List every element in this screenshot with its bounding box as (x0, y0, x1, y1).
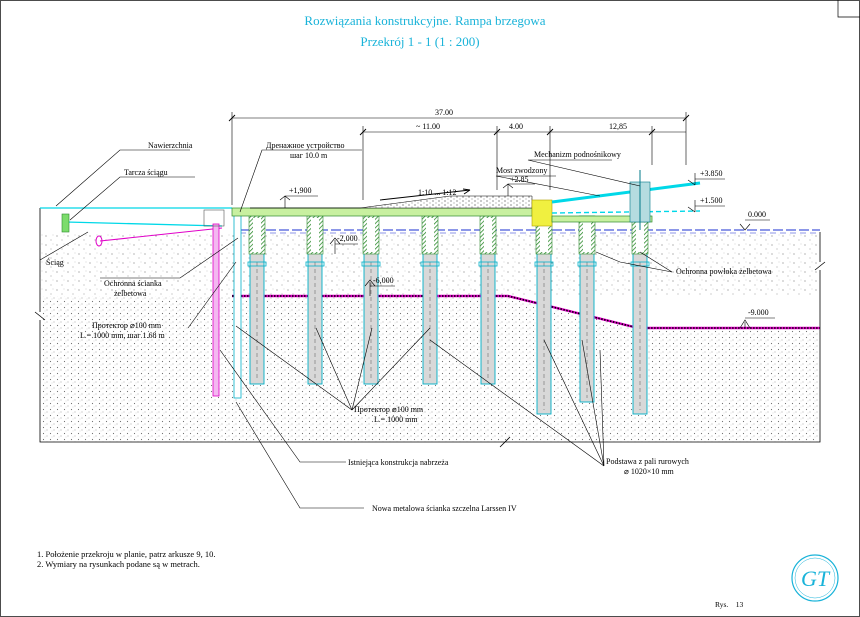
label-ochronna-powloka: Ochronna powłoka żelbetowa (676, 267, 772, 276)
label-protektor-left-2: L = 1000 mm, шаг 1.68 m (80, 331, 166, 340)
label-sciag: Ściąg (46, 257, 64, 267)
pile (630, 215, 650, 415)
label-protektor-mid: Протектор ⌀100 mm (354, 405, 424, 414)
pile (361, 215, 381, 385)
slope-arrow (379, 188, 471, 201)
dim-11: ~ 11.00 (416, 122, 440, 131)
label-protektor-mid-2: L = 1000 mm (374, 415, 418, 424)
label-most: Most zwodzony (496, 166, 547, 175)
drawing-subtitle: Przekrój 1 - 1 (1 : 200) (360, 34, 479, 49)
anchor-plate (61, 213, 70, 233)
drawing-title: Rozwiązania konstrukcyjne. Rampa brzegow… (304, 13, 545, 28)
label-podstawa-2: ⌀ 1020×10 mm (624, 467, 675, 476)
elev-plus-3850: +3.850 (700, 169, 723, 178)
bridge-abutment (531, 199, 553, 227)
sheet-label: Rys. (715, 600, 729, 609)
notes-block: 1. Położenie przekroju w planie, patrz a… (37, 549, 215, 569)
pile (305, 215, 325, 385)
label-protektor-left: Протектор ⌀100 mm (92, 321, 162, 330)
label-nawierzchnia: Nawierzchnia (148, 141, 193, 150)
sheet-number: Rys. 13 (715, 600, 743, 609)
elev-minus-9000: -9.000 (748, 308, 769, 317)
dim-total: 37.00 (435, 108, 453, 117)
drawbridge (551, 181, 701, 204)
note-2: 2. Wymiary na rysunkach podane są w metr… (37, 559, 200, 569)
elev-minus-6000: -6,000 (373, 276, 394, 285)
elev-plus-285: +2.85 (510, 175, 529, 184)
label-podstawa: Podstawa z pali rurowych (606, 457, 689, 466)
label-drainage-step: шаг 10.0 m (290, 151, 328, 160)
label-larssen: Nowa metalowa ścianka szczelna Larssen I… (372, 504, 517, 513)
note-1: 1. Położenie przekroju w planie, patrz a… (37, 549, 216, 559)
logo-text: GT (801, 566, 831, 591)
existing-quay-pile (203, 209, 225, 397)
deck-fill (250, 195, 533, 209)
label-tarcza: Tarcza ściągu (124, 168, 168, 177)
tie-rod (61, 213, 223, 247)
pile (247, 215, 267, 385)
label-ochronna-scianka: Ochronna ścianka (104, 279, 162, 288)
slope-label: 1:10 ... 1:12 (418, 188, 456, 197)
pile (534, 215, 554, 415)
elevation-marks (279, 173, 775, 329)
deck (231, 170, 701, 230)
deck-slab (231, 207, 533, 217)
elev-plus-1900: +1,900 (289, 186, 312, 195)
corner-mark (837, 0, 860, 18)
company-logo: GT (791, 554, 839, 602)
deck-slab-right (551, 215, 653, 223)
leader-lines (39, 149, 673, 509)
pile (420, 215, 440, 385)
elev-0000: 0.000 (748, 210, 766, 219)
pile-group (247, 215, 650, 415)
pile (577, 215, 597, 403)
dimension-rulers (228, 112, 690, 205)
pile (478, 215, 498, 385)
label-mechanizm: Mechanizm podnośnikowy (534, 150, 621, 159)
sheet-number-value: 13 (735, 600, 744, 609)
elev-minus-2000: -2,000 (337, 234, 358, 243)
label-drainage: Дренажное устройство (266, 141, 345, 150)
drawbridge-lowered (551, 210, 701, 214)
label-ochronna-scianka-2: żelbetowa (114, 289, 147, 298)
label-istniejaca: Istniejąca konstrukcja nabrzeża (348, 458, 449, 467)
larssen-sheet-wall (233, 213, 242, 399)
dim-12-85: 12,85 (609, 122, 627, 131)
elev-plus-1500: +1.500 (700, 196, 723, 205)
dim-4: 4.00 (509, 122, 523, 131)
